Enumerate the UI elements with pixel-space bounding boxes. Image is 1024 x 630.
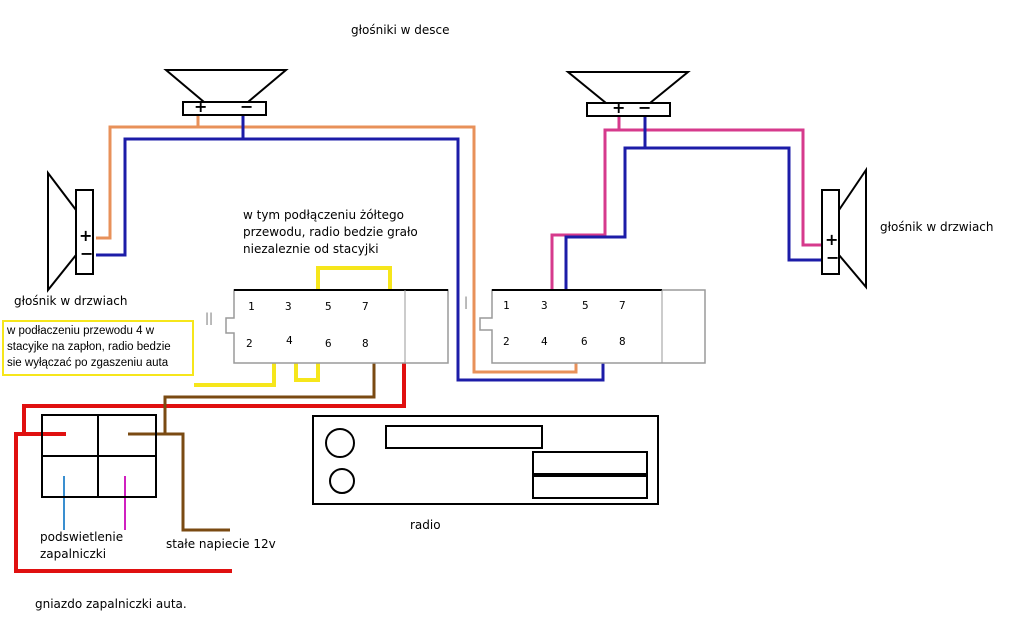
dash-speaker-right bbox=[565, 71, 691, 117]
connector-right-pin-8: 8 bbox=[619, 335, 626, 348]
yellow-note-line-2: przewodu, radio bedzie grało bbox=[243, 225, 418, 239]
door-speaker-left bbox=[47, 170, 94, 293]
connector-right-marker: | bbox=[464, 295, 469, 309]
backlight-label-line-2: zapalniczki bbox=[40, 547, 107, 561]
connector-right bbox=[479, 289, 706, 364]
connector-right-pin-5: 5 bbox=[582, 299, 589, 312]
connector-left-pin-3: 3 bbox=[285, 300, 292, 313]
connector-left-marker: || bbox=[205, 311, 214, 325]
connector-right-pin-7: 7 bbox=[619, 299, 626, 312]
backlight-label-line-1: podswietlenie bbox=[40, 530, 124, 544]
door-right-minus: − bbox=[826, 248, 840, 267]
pin4-note-line-1: w podłaczeniu przewodu 4 w bbox=[7, 325, 155, 337]
connector-left-pin-8: 8 bbox=[362, 337, 369, 350]
connector-left-pin-6: 6 bbox=[325, 337, 332, 350]
pin4-note-line-3: sie wyłączać po zgaszeniu auta bbox=[7, 357, 169, 369]
wire-brown bbox=[163, 346, 376, 434]
connector-right-pin-1: 1 bbox=[503, 299, 510, 312]
door-right-plus: + bbox=[825, 230, 839, 249]
door-speaker-right-label: głośnik w drzwiach bbox=[880, 220, 994, 234]
radio-unit bbox=[312, 415, 659, 505]
door-speaker-right bbox=[821, 166, 867, 290]
dash-right-minus: − bbox=[638, 98, 652, 117]
wire-pink-right bbox=[550, 128, 822, 300]
connector-right-pin-2: 2 bbox=[503, 335, 510, 348]
constant-12v-label: stałe napiecie 12v bbox=[166, 537, 276, 551]
connector-right-pin-6: 6 bbox=[581, 335, 588, 348]
wire-brown-12v bbox=[128, 432, 230, 532]
connector-left bbox=[225, 289, 449, 364]
connector-left-pin-4: 4 bbox=[286, 334, 293, 347]
connector-left-pin-1: 1 bbox=[248, 300, 255, 313]
connector-left-pin-5: 5 bbox=[325, 300, 332, 313]
lighter-socket-label: gniazdo zapalniczki auta. bbox=[35, 597, 187, 611]
radio-label: radio bbox=[410, 518, 441, 532]
dash-left-plus: + bbox=[194, 97, 208, 116]
pin4-note-box: w podłaczeniu przewodu 4 w stacyjke na z… bbox=[2, 320, 194, 376]
wire-yellow bbox=[194, 266, 392, 387]
dash-speakers-label: głośniki w desce bbox=[351, 23, 450, 37]
door-left-plus: + bbox=[79, 226, 93, 245]
dash-right-plus: + bbox=[612, 98, 626, 117]
dash-left-minus: − bbox=[240, 97, 254, 116]
yellow-note-line-1: w tym podłączeniu żółtego bbox=[243, 208, 405, 222]
connector-right-pin-3: 3 bbox=[541, 299, 548, 312]
dash-speaker-left bbox=[163, 69, 289, 116]
pin4-note-line-2: stacyjke na zapłon, radio bedzie bbox=[7, 341, 171, 353]
connector-left-pin-7: 7 bbox=[362, 300, 369, 313]
door-left-minus: − bbox=[80, 244, 94, 263]
connector-left-pin-2: 2 bbox=[246, 337, 253, 350]
yellow-note-line-3: niezaleznie od stacyjki bbox=[243, 242, 379, 256]
door-speaker-left-label: głośnik w drzwiach bbox=[14, 294, 128, 308]
lighter-socket bbox=[41, 414, 157, 498]
connector-right-pin-4: 4 bbox=[541, 335, 548, 348]
